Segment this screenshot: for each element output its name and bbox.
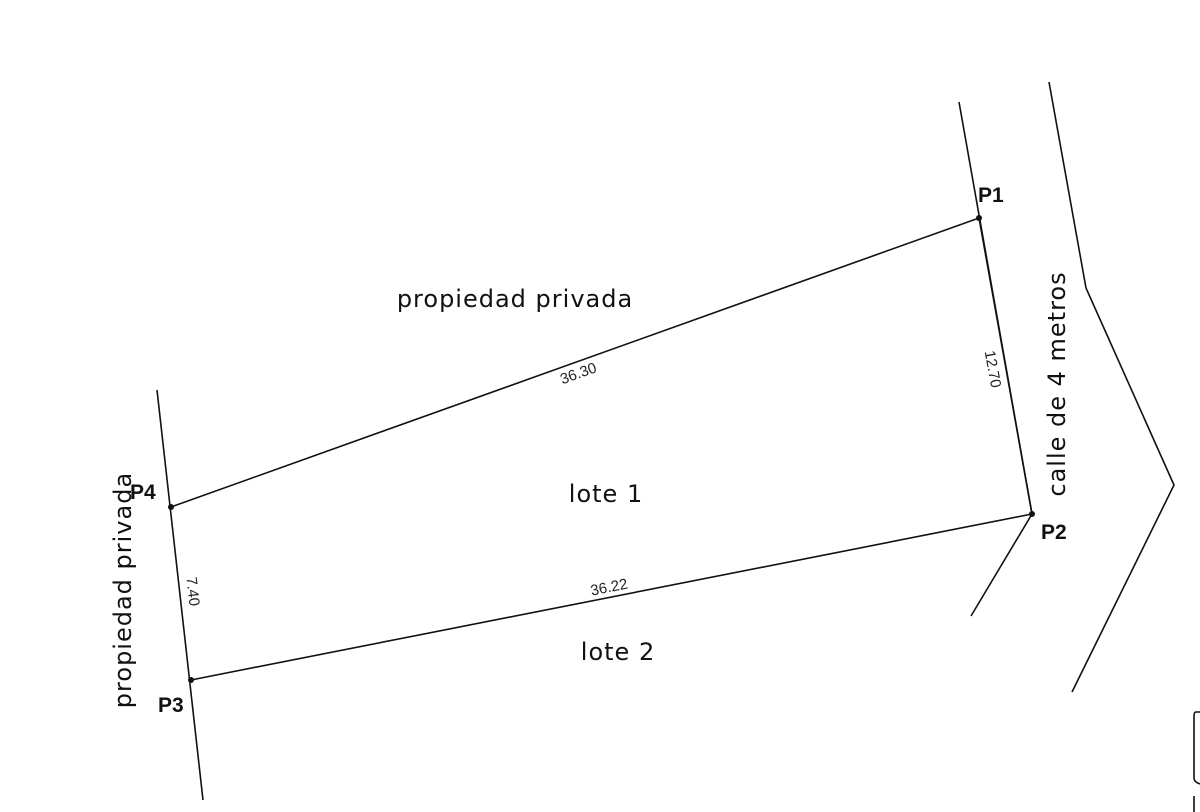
label-street: calle de 4 metros xyxy=(1043,271,1071,496)
label-p4: P4 xyxy=(130,481,156,504)
dimension-p1-p2: 12.70 xyxy=(981,349,1004,389)
dimension-p3-p2: 36.22 xyxy=(589,576,629,600)
vertex-p3 xyxy=(188,677,194,683)
dimension-p4-p3: 7.40 xyxy=(182,576,202,607)
boundary-p3-p2 xyxy=(190,513,1033,681)
label-north-property: propiedad privada xyxy=(397,285,633,313)
label-p1: P1 xyxy=(978,184,1004,207)
boundary-p4-p1 xyxy=(170,217,980,508)
frame-corner xyxy=(1193,711,1200,785)
label-p2: P2 xyxy=(1041,521,1067,544)
dimension-p4-p1: 36.30 xyxy=(558,359,599,388)
label-lot-1: lote 1 xyxy=(569,480,643,508)
vertex-p1 xyxy=(976,215,982,221)
street-edge-stub xyxy=(970,513,1033,617)
east-boundary-line xyxy=(958,101,1033,515)
label-p3: P3 xyxy=(158,694,184,717)
west-boundary-line xyxy=(156,389,204,801)
street-far-edge xyxy=(1048,81,1175,693)
vertex-p4 xyxy=(168,504,174,510)
vertex-p2 xyxy=(1029,511,1035,517)
label-lot-2: lote 2 xyxy=(581,638,655,666)
label-west-property: propiedad privada xyxy=(109,472,137,708)
